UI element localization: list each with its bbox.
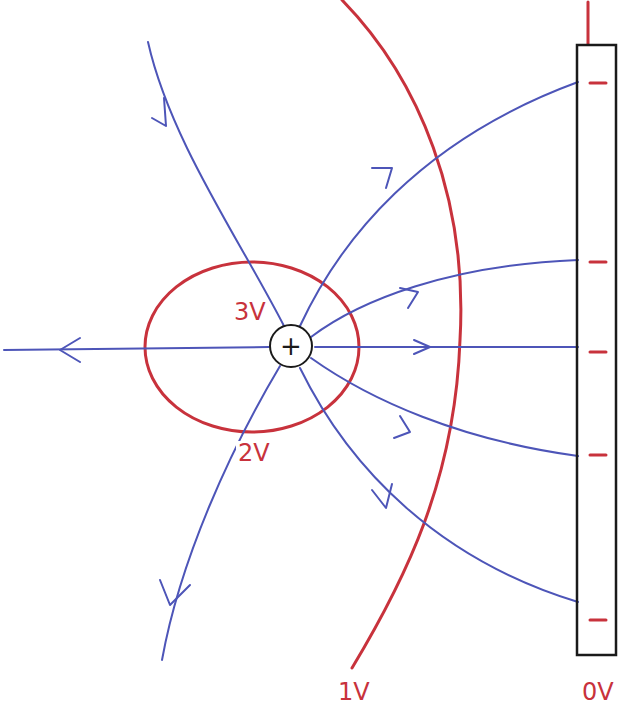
negative-signs <box>590 83 606 620</box>
potential-label: 3V <box>232 300 268 324</box>
arrowhead <box>372 168 392 188</box>
charged-plate <box>577 45 616 655</box>
minus-sign <box>590 82 606 85</box>
arrowhead <box>160 580 190 605</box>
arrowhead <box>414 340 430 354</box>
equipotential-1v <box>342 0 461 668</box>
field-line <box>315 346 578 348</box>
potential-label: 1V <box>336 680 372 704</box>
arrowhead <box>152 98 166 126</box>
equipotential-0v-mark <box>587 2 590 44</box>
equipotential-lines <box>145 0 588 668</box>
field-line <box>300 368 578 602</box>
charge-sign: + <box>280 333 302 359</box>
field-line <box>311 358 578 456</box>
point-charge: + <box>269 324 313 368</box>
field-lines <box>4 42 578 660</box>
minus-sign <box>590 261 606 264</box>
arrowhead <box>394 416 410 438</box>
arrowhead <box>400 288 418 308</box>
minus-sign <box>590 351 606 354</box>
potential-label: 0V <box>580 680 616 704</box>
arrowhead <box>60 338 80 362</box>
field-line <box>4 347 269 350</box>
potential-label: 2V <box>236 441 272 465</box>
field-line <box>300 82 578 326</box>
minus-sign <box>590 619 606 622</box>
minus-sign <box>590 454 606 457</box>
arrowhead <box>372 484 392 508</box>
field-line <box>148 42 284 326</box>
field-line <box>162 366 280 660</box>
field-line <box>311 260 578 337</box>
